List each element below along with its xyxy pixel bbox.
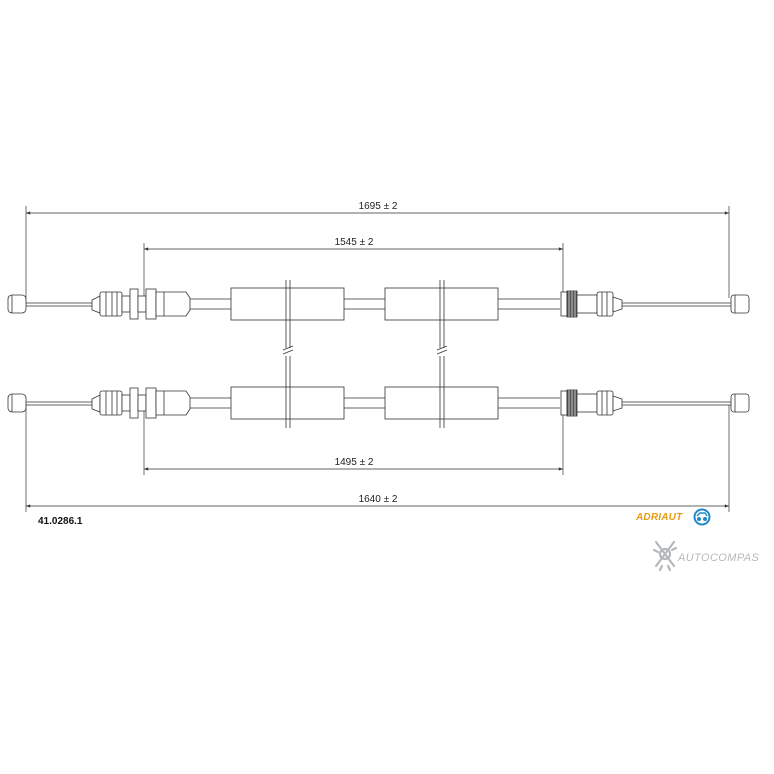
dimension-top-overall [25,206,730,298]
watermark-logo-icon [652,540,678,572]
cable-top [7,287,750,321]
brand-name: ADRIAUT [636,512,683,523]
cable-bottom [7,386,750,420]
part-number: 41.0286.1 [38,516,83,527]
break-mark-left [282,280,294,428]
brand-logo-icon [693,508,711,526]
dimension-label-bottom-overall: 1640 ± 2 [359,494,398,505]
dimension-label-top-overall: 1695 ± 2 [359,201,398,212]
dimension-top-inner [143,243,564,300]
break-mark-right [436,280,448,428]
watermark-text: AUTOCOMPAS [678,552,760,564]
dimension-bottom-inner [143,405,564,475]
dimension-bottom-overall [25,405,730,512]
dimension-label-top-inner: 1545 ± 2 [335,237,374,248]
dimension-label-bottom-inner: 1495 ± 2 [335,457,374,468]
